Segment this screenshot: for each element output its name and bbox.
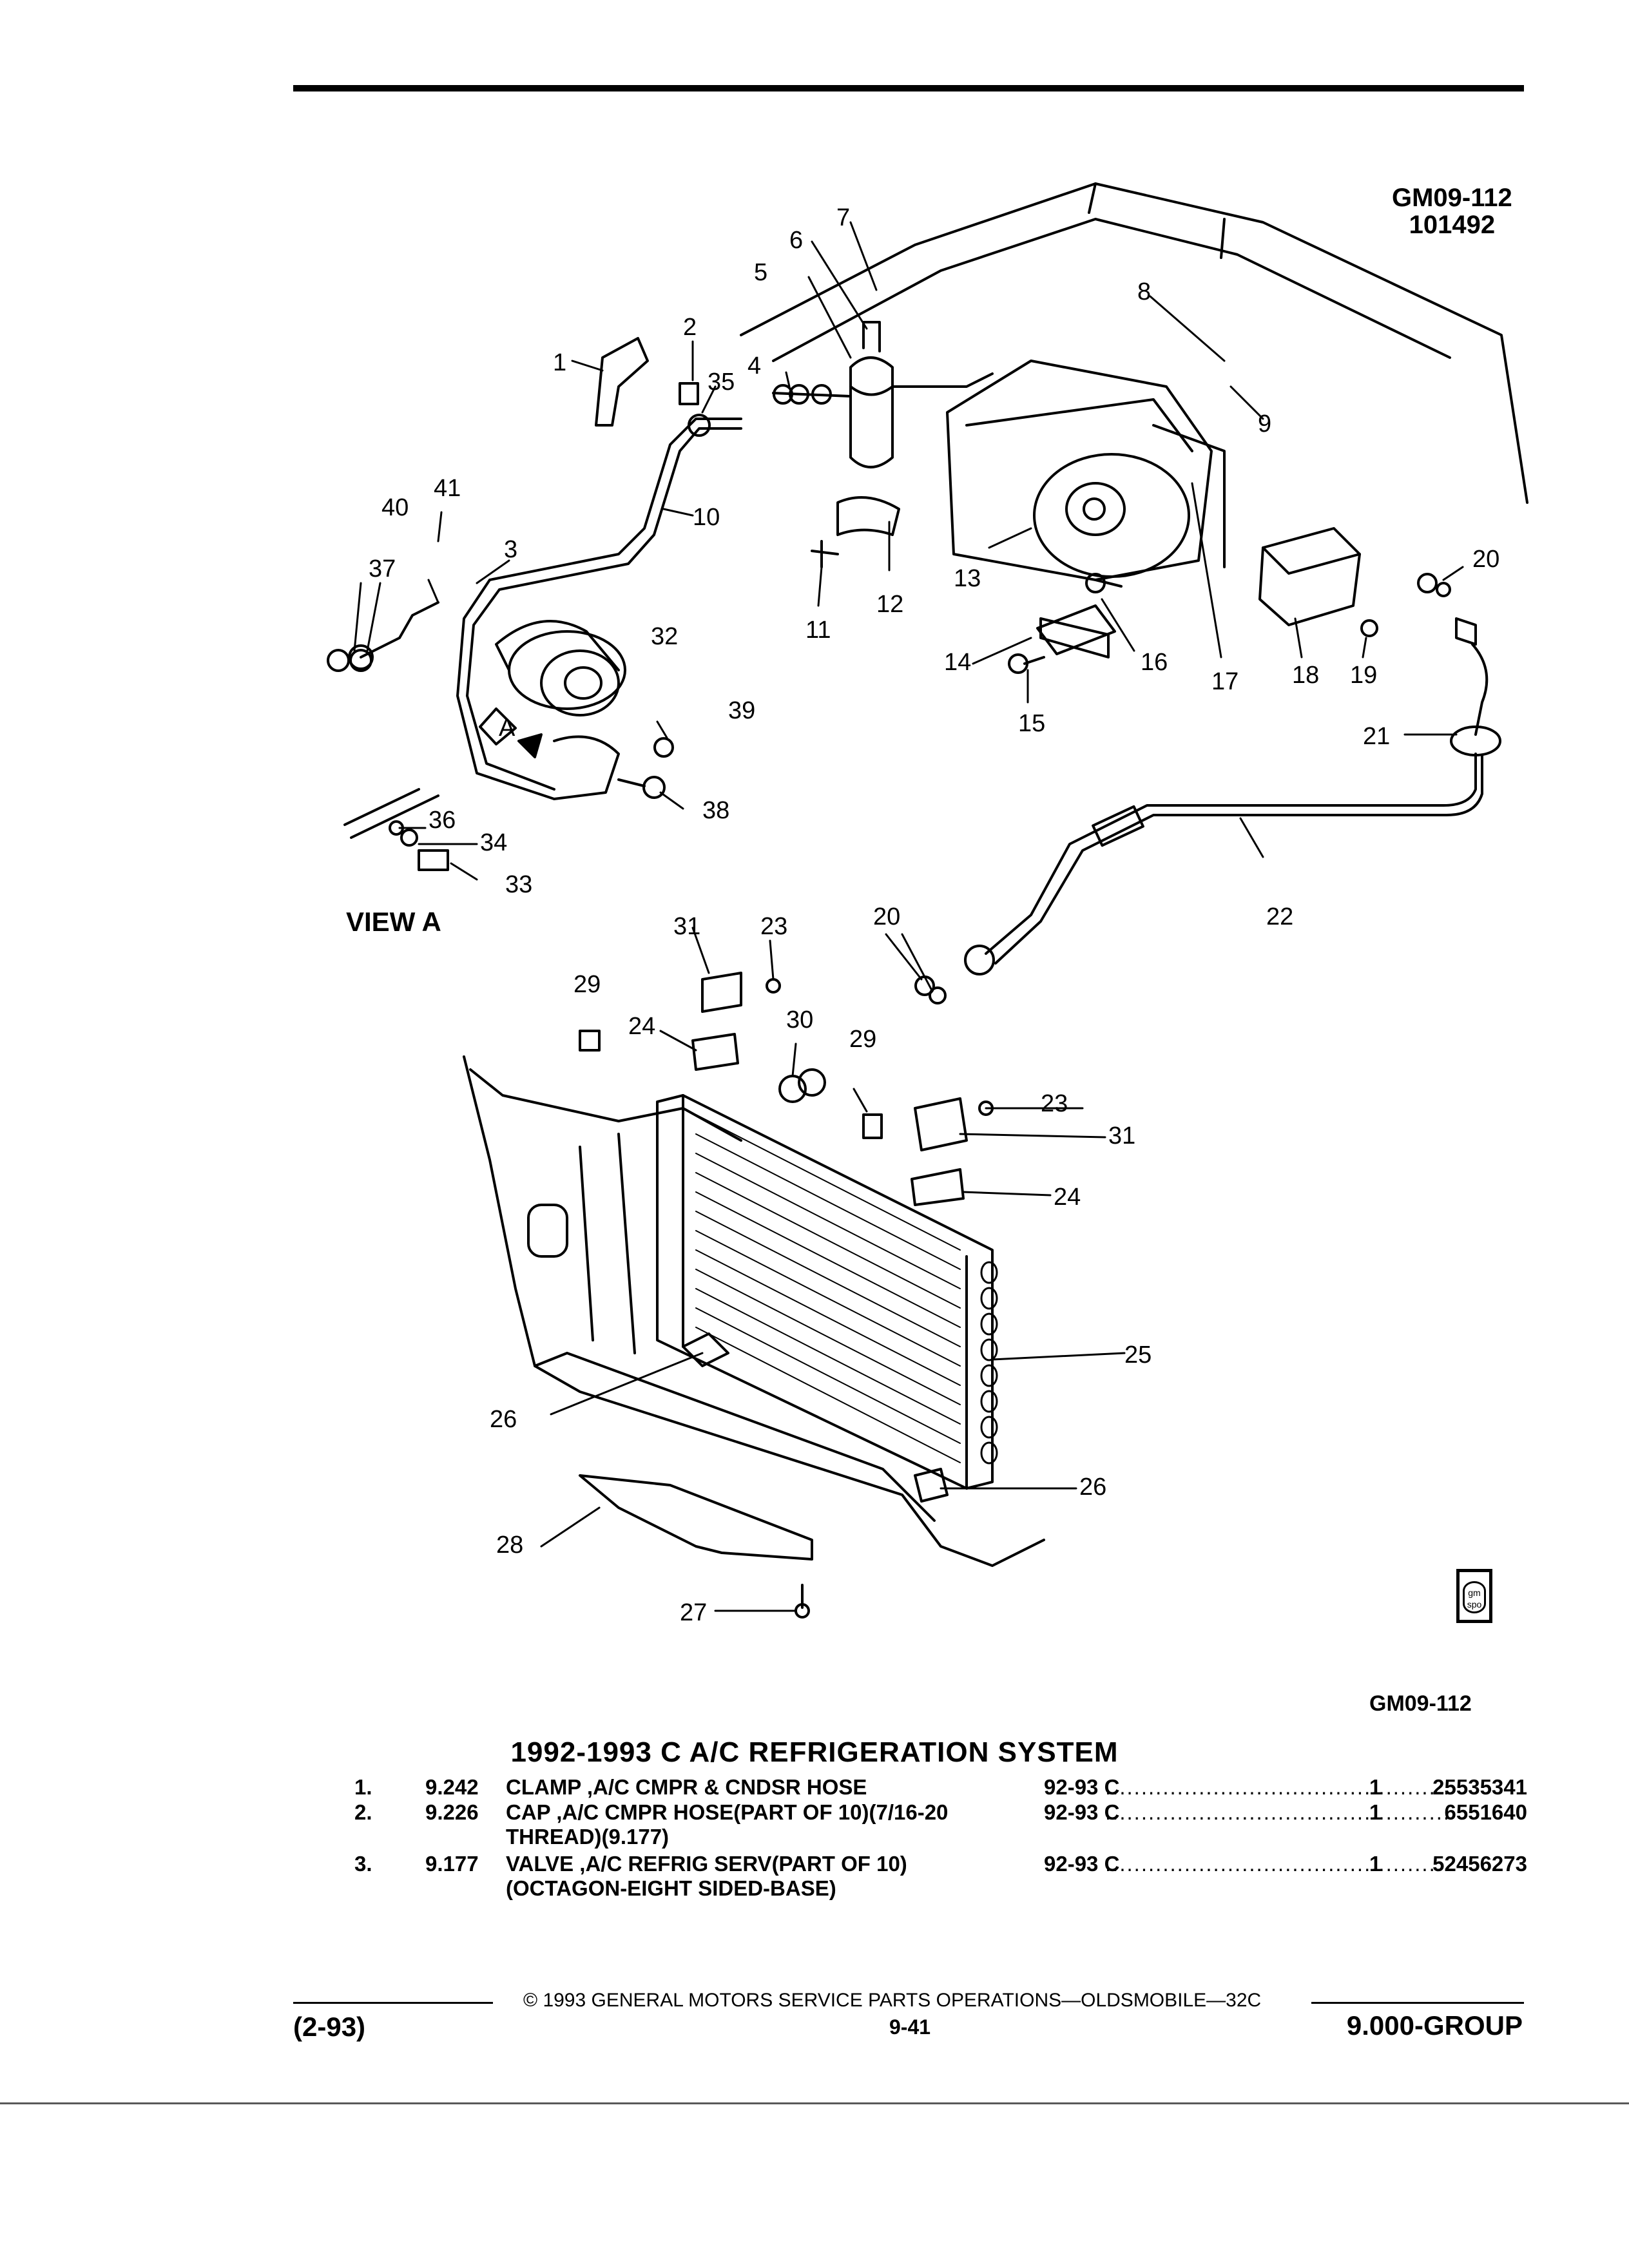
callout-3: 3 <box>504 536 517 563</box>
callout-37: 37 <box>369 555 396 582</box>
callout-24: 24 <box>628 1013 655 1040</box>
part-description-continued: THREAD)(9.177) <box>348 1825 1527 1852</box>
gm-spo-logo: gm spo <box>1456 1569 1492 1623</box>
part-description-continued: (OCTAGON-EIGHT SIDED-BASE) <box>348 1876 1527 1903</box>
part-no: 52456273 <box>1432 1852 1527 1876</box>
part-group: 9.177 <box>425 1852 479 1876</box>
part-number-index: 3. <box>354 1852 372 1876</box>
callout-28: 28 <box>496 1532 523 1559</box>
callout-40: 40 <box>381 494 409 521</box>
callout-20: 20 <box>1472 546 1499 573</box>
callout-29: 29 <box>574 971 601 998</box>
callout-31: 31 <box>673 913 700 940</box>
callout-20-secondary: 20 <box>873 903 900 930</box>
parts-list: 1. 9.242 CLAMP ,A/C CMPR & CNDSR HOSE 92… <box>348 1775 1527 1903</box>
part-description-line2: (OCTAGON-EIGHT SIDED-BASE) <box>506 1876 836 1900</box>
top-rule <box>293 85 1524 91</box>
callout-7: 7 <box>836 204 850 231</box>
part-no: 25535341 <box>1432 1775 1527 1799</box>
callout-39: 39 <box>728 697 755 724</box>
callout-4: 4 <box>747 352 761 380</box>
part-no: 6551640 <box>1444 1800 1527 1824</box>
part-group: 9.226 <box>425 1800 479 1824</box>
callout-5: 5 <box>754 259 767 286</box>
part-description-line2: THREAD)(9.177) <box>506 1825 670 1849</box>
part-qty: 1 <box>1369 1775 1382 1799</box>
callout-36: 36 <box>429 807 456 834</box>
callout-19: 19 <box>1350 662 1377 689</box>
callout-18: 18 <box>1292 662 1319 689</box>
dot-leader: ........................................… <box>1105 1852 1451 1876</box>
callout-41: 41 <box>434 475 461 502</box>
gm-spo-logo-text: gm spo <box>1463 1581 1486 1613</box>
callout-25: 25 <box>1124 1341 1152 1369</box>
part-years: 92-93 C <box>1044 1775 1120 1799</box>
callout-30: 30 <box>786 1006 813 1033</box>
view-a-label: VIEW A <box>346 907 441 937</box>
part-description: CLAMP ,A/C CMPR & CNDSR HOSE <box>506 1775 867 1799</box>
figure-id: GM09-112 101492 <box>1392 184 1512 238</box>
revision-date: (2-93) <box>293 2012 366 2042</box>
callout-16: 16 <box>1141 649 1168 676</box>
dot-leader: ........................................… <box>1105 1800 1451 1824</box>
part-qty: 1 <box>1369 1852 1382 1876</box>
part-description: CAP ,A/C CMPR HOSE(PART OF 10)(7/16-20 <box>506 1800 949 1824</box>
callout-24-secondary: 24 <box>1054 1184 1081 1211</box>
callout-35: 35 <box>708 369 735 396</box>
part-row: 3. 9.177 VALVE ,A/C REFRIG SERV(PART OF … <box>348 1852 1527 1876</box>
callout-1: 1 <box>553 349 566 376</box>
callout-33: 33 <box>505 871 532 898</box>
callout-31-secondary: 31 <box>1108 1122 1135 1149</box>
group-label: 9.000-GROUP <box>1346 2010 1523 2041</box>
exploded-parts-diagram: 1234567891011121314151617181920212223242… <box>327 182 1528 1626</box>
callout-9: 9 <box>1258 410 1271 437</box>
figure-code-bottom: GM09-112 <box>1369 1691 1472 1716</box>
part-row: 1. 9.242 CLAMP ,A/C CMPR & CNDSR HOSE 92… <box>348 1775 1527 1800</box>
footer-rule-right <box>1311 2002 1524 2004</box>
callout-14: 14 <box>944 649 971 676</box>
callout-17: 17 <box>1211 668 1239 695</box>
callout-27: 27 <box>680 1599 707 1626</box>
section-title: 1992-1993 C A/C REFRIGERATION SYSTEM <box>510 1736 1119 1768</box>
view-a-marker: A <box>499 715 516 742</box>
callout-13: 13 <box>954 565 981 592</box>
footer-rule-left <box>293 2002 493 2004</box>
part-row: 2. 9.226 CAP ,A/C CMPR HOSE(PART OF 10)(… <box>348 1800 1527 1825</box>
part-qty: 1 <box>1369 1800 1382 1824</box>
callout-6: 6 <box>789 227 803 254</box>
callout-15: 15 <box>1018 710 1045 737</box>
callout-26: 26 <box>490 1406 517 1433</box>
dot-leader: ........................................… <box>1105 1775 1451 1799</box>
part-description: VALVE ,A/C REFRIG SERV(PART OF 10) <box>506 1852 907 1876</box>
copyright-notice: © 1993 GENERAL MOTORS SERVICE PARTS OPER… <box>523 1990 1262 2011</box>
callout-38: 38 <box>702 797 729 824</box>
callout-26-secondary: 26 <box>1079 1474 1106 1501</box>
part-group: 9.242 <box>425 1775 479 1799</box>
callout-23: 23 <box>760 913 787 940</box>
callout-32: 32 <box>651 623 678 650</box>
callout-10: 10 <box>693 504 720 531</box>
part-number-index: 2. <box>354 1800 372 1824</box>
callout-34: 34 <box>480 829 507 856</box>
part-number-index: 1. <box>354 1775 372 1799</box>
callout-21: 21 <box>1363 723 1390 750</box>
callout-29-secondary: 29 <box>849 1026 876 1053</box>
callout-8: 8 <box>1137 278 1151 305</box>
scan-artifact-line <box>0 2102 1629 2104</box>
part-years: 92-93 C <box>1044 1800 1120 1824</box>
page-number: 9-41 <box>889 2015 931 2039</box>
callout-2: 2 <box>683 314 697 341</box>
callout-11: 11 <box>805 617 831 644</box>
figure-date: 101492 <box>1409 211 1496 239</box>
callout-12: 12 <box>876 591 903 618</box>
figure-code: GM09-112 <box>1392 184 1512 212</box>
callout-23-secondary: 23 <box>1041 1090 1068 1117</box>
callout-22: 22 <box>1266 903 1293 930</box>
part-years: 92-93 C <box>1044 1852 1120 1876</box>
